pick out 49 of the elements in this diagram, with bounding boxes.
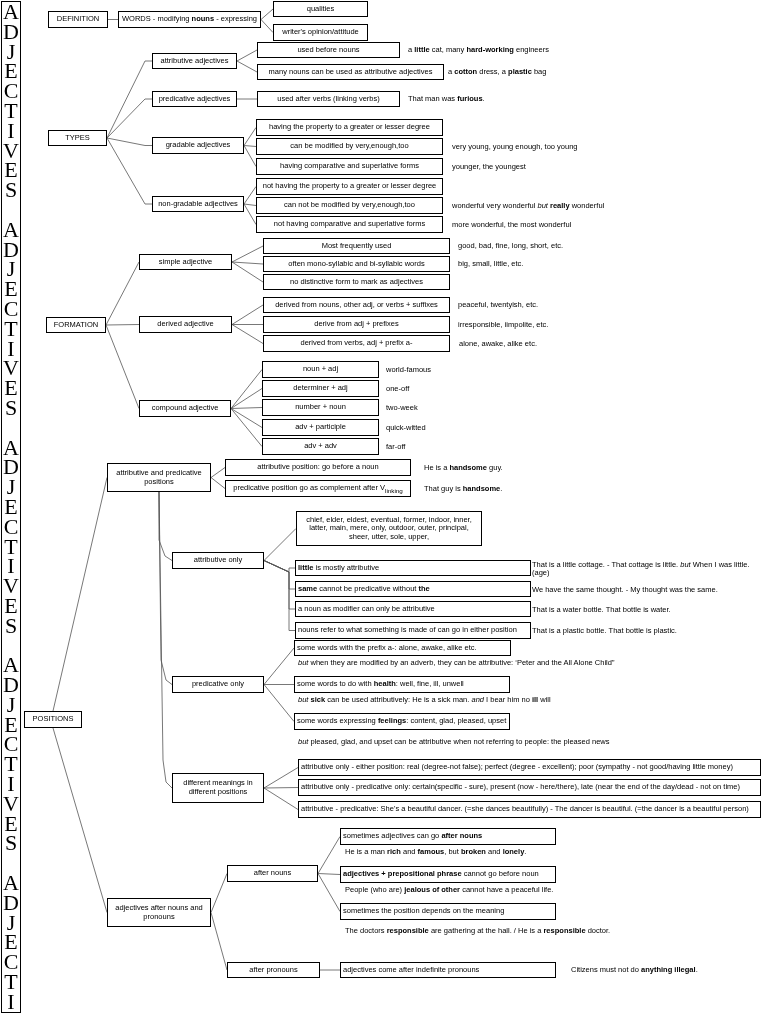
connector-line — [210, 873, 228, 913]
connector-line — [52, 727, 108, 913]
connector-line — [230, 407, 263, 409]
connector-line — [243, 203, 257, 225]
connector-line — [231, 304, 264, 325]
connector-line — [243, 203, 257, 206]
connector-line — [105, 324, 140, 326]
connector-line — [106, 137, 153, 205]
connector-line — [231, 324, 264, 344]
connector-line — [263, 647, 295, 685]
connector-line — [243, 127, 257, 146]
connector-line — [243, 145, 257, 147]
connector-line — [236, 49, 258, 62]
connector-line — [105, 261, 140, 326]
connector-line — [210, 477, 226, 489]
connector-line — [263, 787, 299, 810]
connector-line — [263, 528, 297, 561]
connector-line — [260, 8, 274, 20]
connector-line — [263, 787, 299, 789]
connector-line — [317, 873, 341, 875]
connector-line — [230, 408, 263, 428]
connector-line — [263, 560, 296, 631]
connector-line — [230, 388, 263, 409]
connector-line — [319, 969, 341, 971]
connector-line — [230, 369, 263, 409]
connector-line — [231, 245, 264, 263]
connector-line — [263, 767, 299, 789]
connector-line — [106, 98, 153, 139]
connector-line — [231, 324, 264, 325]
connector-line — [106, 137, 153, 146]
connector-line — [107, 19, 119, 20]
vertical-title-box: ADJECTIVES ADJECTIVES ADJECTIVES ADJECTIVES ADJECTI — [1, 1, 21, 1013]
connector-line — [317, 873, 341, 912]
connector-line — [158, 491, 173, 789]
connector-line — [243, 186, 257, 205]
connector-line — [230, 408, 263, 447]
connector-line — [263, 684, 295, 685]
connector-line — [263, 684, 295, 722]
connector-line — [260, 19, 274, 33]
connector-line — [243, 145, 257, 167]
connector-line — [210, 467, 226, 478]
connector-line — [231, 261, 264, 265]
connector-line — [236, 98, 258, 100]
connector-line — [105, 324, 140, 409]
connector-line — [106, 60, 153, 139]
connector-line — [231, 261, 264, 283]
connector-line — [236, 60, 258, 73]
connector-line — [52, 477, 108, 712]
connector-line — [210, 912, 228, 971]
